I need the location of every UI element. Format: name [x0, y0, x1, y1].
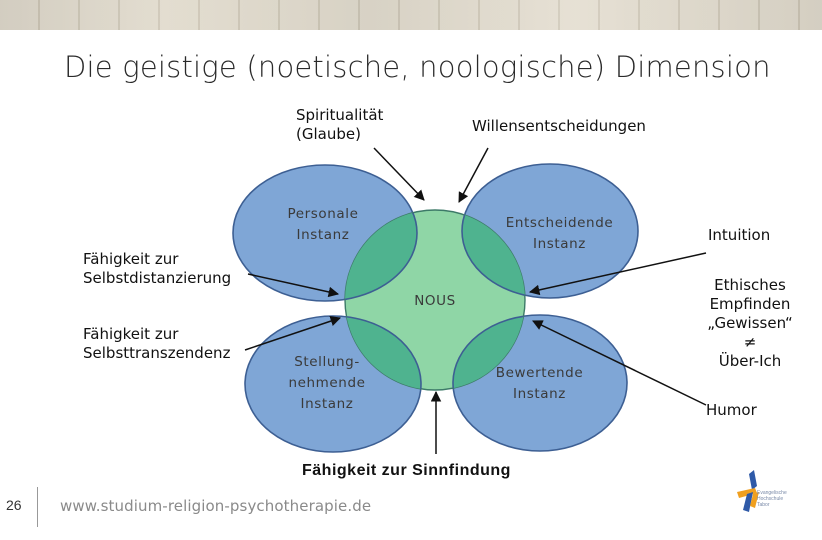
logo-text: Evangelische Hochschule Tabor — [757, 490, 787, 508]
label-willensentscheidungen: Willensentscheidungen — [472, 117, 646, 136]
label-humor: Humor — [706, 401, 757, 420]
label-intuition: Intuition — [708, 226, 770, 245]
text-stellungnehmende-instanz: Stellung- nehmende Instanz — [277, 352, 377, 415]
footer-url: www.studium-religion-psychotherapie.de — [60, 497, 371, 515]
label-ethisches-line2: Empfinden — [700, 295, 800, 314]
label-selbstdistanzierung: Fähigkeit zur Selbstdistanzierung — [83, 250, 231, 288]
text-bewertende-line1: Bewertende — [482, 363, 597, 384]
text-personale-line1: Personale — [268, 204, 378, 225]
label-ethisches-line1: Ethisches — [700, 276, 800, 295]
label-selbstdistanzierung-line1: Fähigkeit zur — [83, 250, 231, 269]
text-entscheidende-line2: Instanz — [497, 234, 622, 255]
text-entscheidende-instanz: Entscheidende Instanz — [497, 213, 622, 255]
footer-divider — [37, 487, 38, 527]
label-sinnfindung: Fähigkeit zur Sinnfindung — [302, 461, 511, 480]
label-not-equal-symbol: ≠ — [700, 333, 800, 352]
label-ethisches-line3: „Gewissen“ — [700, 314, 800, 333]
label-ethisches-empfinden: Ethisches Empfinden „Gewissen“ ≠ Über-Ic… — [700, 276, 800, 371]
text-bewertende-line2: Instanz — [482, 384, 597, 405]
text-nous: NOUS — [395, 291, 475, 312]
page-number: 26 — [6, 497, 22, 513]
text-personale-instanz: Personale Instanz — [268, 204, 378, 246]
label-spiritualitaet: Spiritualität (Glaube) — [296, 106, 383, 144]
label-selbsttranszendenz: Fähigkeit zur Selbsttranszendenz — [83, 325, 230, 363]
text-stellungnehmende-line1: Stellung- — [277, 352, 377, 373]
text-bewertende-instanz: Bewertende Instanz — [482, 363, 597, 405]
logo-text-line3: Tabor — [757, 502, 787, 508]
text-stellungnehmende-line2: nehmende — [277, 373, 377, 394]
label-selbstdistanzierung-line2: Selbstdistanzierung — [83, 269, 231, 288]
text-entscheidende-line1: Entscheidende — [497, 213, 622, 234]
text-personale-line2: Instanz — [268, 225, 378, 246]
text-stellungnehmende-line3: Instanz — [277, 394, 377, 415]
label-ethisches-line5: Über-Ich — [700, 352, 800, 371]
label-spiritualitaet-line1: Spiritualität — [296, 106, 383, 125]
label-spiritualitaet-line2: (Glaube) — [296, 125, 383, 144]
label-selbsttranszendenz-line2: Selbsttranszendenz — [83, 344, 230, 363]
label-selbsttranszendenz-line1: Fähigkeit zur — [83, 325, 230, 344]
